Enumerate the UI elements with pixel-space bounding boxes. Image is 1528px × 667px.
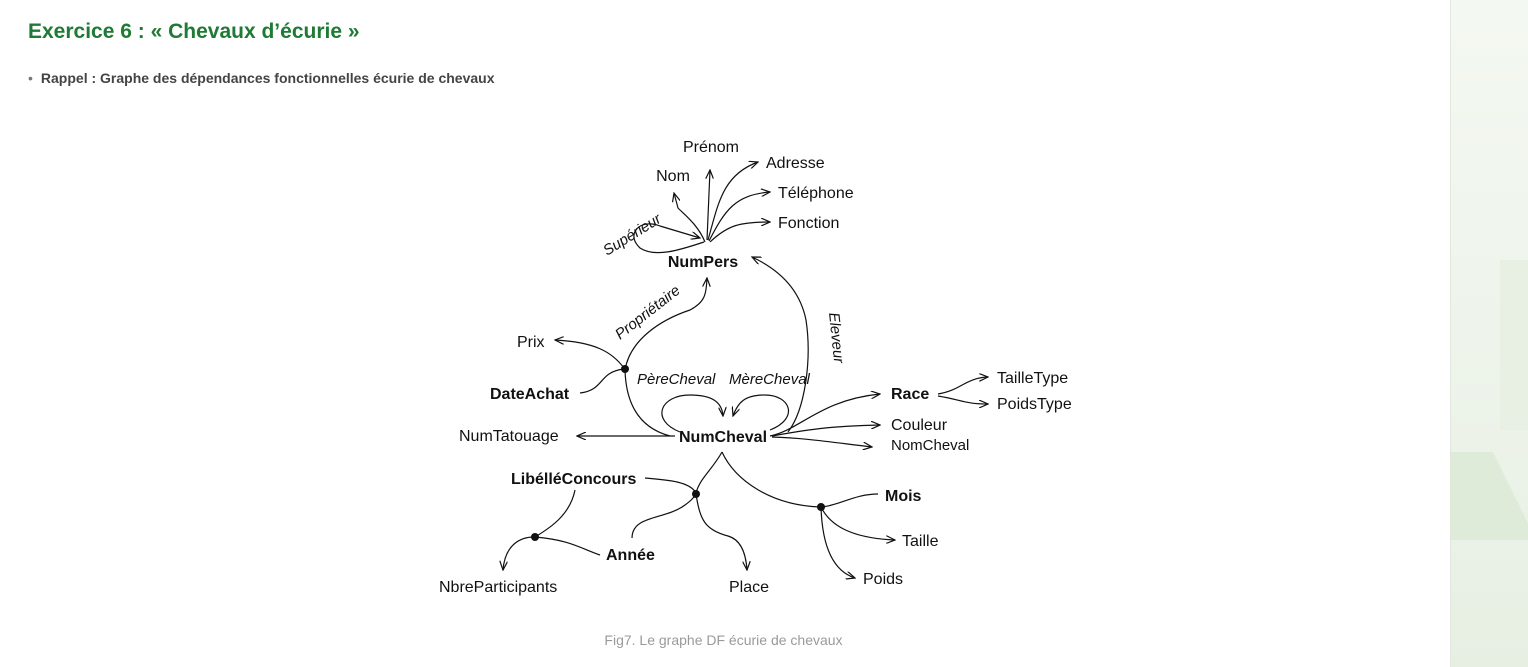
edge-numcheval-mesure <box>721 451 821 508</box>
edge-annee-concours <box>631 493 697 539</box>
node-adresse: Adresse <box>766 155 825 172</box>
label-eleveur: Eleveur <box>825 312 847 365</box>
edge-junction-nbre <box>503 536 535 570</box>
node-libelleconcours: LibélléConcours <box>511 471 636 488</box>
label-proprietaire: Propriétaire <box>612 282 684 343</box>
edge-numcheval-concours <box>695 451 723 494</box>
edge-mois-mesure <box>821 493 879 508</box>
node-race: Race <box>891 386 929 403</box>
node-annee: Année <box>606 547 655 564</box>
edge-libelle-nbre <box>534 489 576 538</box>
exercise-title: Exercice 6 : « Chevaux d’écurie » <box>28 20 360 43</box>
edge-numcheval-couleur <box>771 425 880 437</box>
label-merecheval: MèreCheval <box>729 371 811 388</box>
node-poidstype: PoidsType <box>997 396 1072 413</box>
node-numpers: NumPers <box>668 254 738 271</box>
edge-numcheval-junction <box>624 369 671 437</box>
edge-merecheval <box>733 394 789 431</box>
edge-proprietaire <box>624 278 707 371</box>
edge-concours-place <box>695 493 747 570</box>
node-nbreparticipants: NbreParticipants <box>439 579 557 596</box>
node-telephone: Téléphone <box>778 185 854 202</box>
edge-numpers-prenom <box>707 170 710 241</box>
node-prix: Prix <box>517 334 545 351</box>
label-perecheval: PèreCheval <box>637 371 716 388</box>
bullet-marker: • <box>28 70 33 86</box>
edge-annee-nbre <box>534 536 601 556</box>
edge-numpers-telephone <box>708 192 770 242</box>
bullet-item: • Rappel : Graphe des dépendances fonctio… <box>28 70 495 86</box>
node-nom: Nom <box>656 168 690 185</box>
edge-superieur <box>633 223 705 254</box>
node-dateachat: DateAchat <box>490 386 570 403</box>
edge-dateachat-junction <box>579 368 625 394</box>
edge-numpers-adresse <box>707 162 758 241</box>
node-taille: Taille <box>902 533 939 550</box>
node-poids: Poids <box>863 571 903 588</box>
edge-mesure-taille <box>820 506 895 540</box>
node-tailletype: TailleType <box>997 370 1068 387</box>
node-numcheval: NumCheval <box>679 429 767 446</box>
edge-eleveur <box>752 257 809 433</box>
node-couleur: Couleur <box>891 417 948 434</box>
edge-numpers-nom <box>674 193 706 243</box>
edge-libelle-concours <box>644 477 697 494</box>
node-place: Place <box>729 579 769 596</box>
bullet-text: Rappel : Graphe des dépendances fonction… <box>40 70 495 86</box>
edge-numcheval-race <box>769 394 880 437</box>
figure-caption: Fig7. Le graphe DF écurie de chevaux <box>604 632 843 648</box>
edge-perecheval <box>661 394 723 433</box>
edge-race-poidstype <box>937 395 988 404</box>
fd-graph: Prénom Nom Adresse Téléphone Fonction Nu… <box>439 139 1072 596</box>
node-numtatouage: NumTatouage <box>459 428 559 445</box>
junction-participants <box>531 533 539 541</box>
node-prenom: Prénom <box>683 139 739 156</box>
edge-race-tailletype <box>937 377 988 395</box>
edge-junction-prix <box>555 340 625 369</box>
node-fonction: Fonction <box>778 215 839 232</box>
node-mois: Mois <box>885 488 922 505</box>
side-decoration <box>1500 260 1528 430</box>
edge-numpers-fonction <box>709 222 770 243</box>
edge-mesure-poids <box>820 506 855 578</box>
edge-numcheval-nomcheval <box>771 436 872 447</box>
node-nomcheval: NomCheval <box>891 437 969 454</box>
